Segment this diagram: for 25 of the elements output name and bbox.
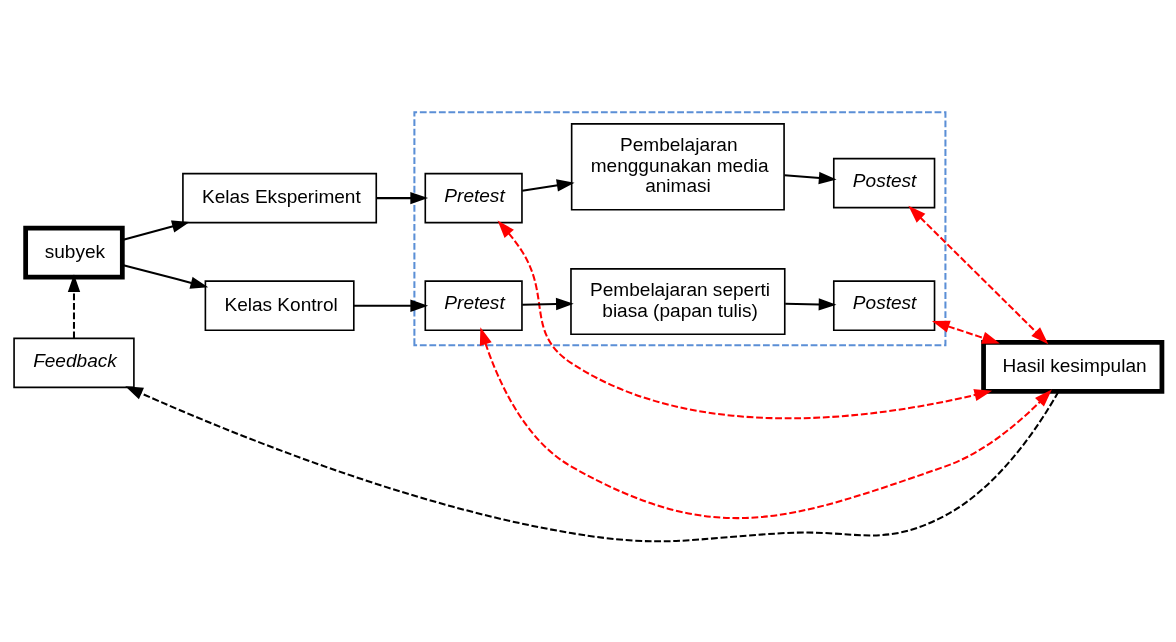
node-box: Kelas Eksperiment: [182, 172, 378, 223]
arrow: [376, 191, 429, 204]
arrow: [522, 178, 575, 192]
node-box: Pembelajaran menggunakan media animasi: [570, 122, 785, 210]
node-box: subyek: [23, 225, 125, 279]
node-box: Pembelajaran seperti biasa (papan tulis): [570, 267, 786, 335]
node-box: Pretest: [424, 172, 523, 223]
arrow: [122, 220, 190, 241]
arrow: [931, 320, 1000, 344]
node-box: Kelas Kontrol: [204, 279, 355, 331]
node-box: Postest: [832, 157, 936, 208]
arrow: [784, 171, 837, 184]
arrow: [785, 297, 837, 311]
node-box: Feedback: [13, 337, 135, 388]
arrow: [522, 297, 574, 310]
arrow: [353, 299, 429, 312]
arrow: [67, 273, 81, 338]
arrow: [479, 326, 1052, 519]
arrow: [497, 219, 993, 419]
arrow: [908, 205, 1049, 344]
node-box: Pretest: [424, 279, 523, 331]
node-box: Hasil kesimpulan: [981, 339, 1165, 394]
node-box: Postest: [832, 279, 936, 331]
arrow: [122, 263, 209, 289]
arrow: [125, 385, 1060, 542]
